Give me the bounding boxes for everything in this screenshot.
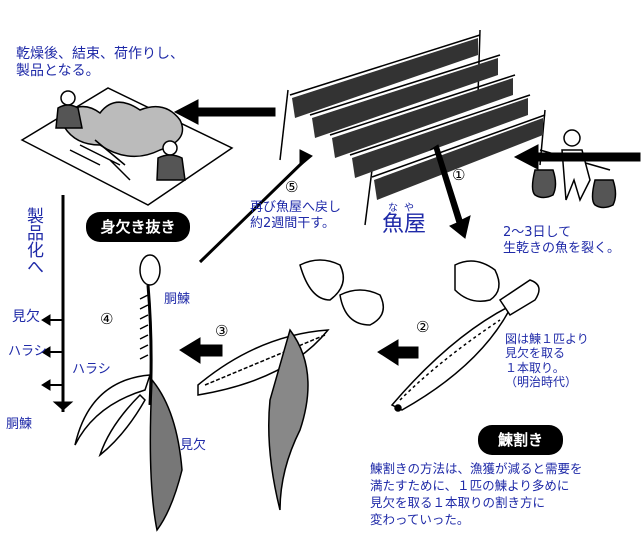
split-day-line-1: 2〜3日して (503, 225, 572, 240)
arrow-step3-to-4 (179, 337, 223, 364)
bottom-caption: 鰊割きの方法は、漁獲が減ると需要を 満たすために、１匹の鰊より多めに 見欠を取る… (370, 460, 583, 528)
fish-house-ruby: なや (388, 203, 420, 214)
mikaki-nuki-badge: 身欠き抜き (86, 212, 190, 242)
method-note-line-1: 図は鰊１匹より (505, 332, 589, 346)
left-item-harashi: ハラシ (8, 344, 47, 359)
part-label-harashi: ハラシ (72, 362, 111, 377)
arrow-from-carrier (513, 144, 641, 170)
carrier-illustration (531, 129, 617, 209)
bottom-line-1: 鰊割きの方法は、漁獲が減ると需要を (370, 461, 583, 476)
re-dry-caption: 再び魚屋へ戻し 約2週間干す。 (250, 200, 341, 231)
method-note-line-2: 見欠を取る (505, 346, 566, 361)
arrow-to-rack (198, 158, 307, 264)
step3-number: ③ (215, 322, 229, 340)
arrow-to-packing (173, 99, 276, 125)
method-note-line-3: １本取り。 (505, 360, 565, 375)
method-note-line-4: （明治時代） (505, 375, 578, 390)
step1-number: ① (452, 166, 466, 184)
drying-rack-illustration (279, 29, 546, 226)
arrow-to-split (429, 144, 471, 239)
nishin-waki-badge: 鰊割き (478, 425, 563, 455)
bottom-line-2: 満たすために、１匹の鰊より多めに (370, 478, 570, 493)
flow-arrows (41, 99, 641, 412)
method-note: 図は鰊１匹より 見欠を取る １本取り。 （明治時代） (505, 332, 589, 390)
re-dry-line-2: 約2週間干す。 (250, 215, 335, 231)
step2-number: ② (416, 318, 430, 336)
fish-bone-illustration (197, 259, 385, 511)
step5-number: ⑤ (285, 178, 299, 196)
bottom-line-4: 変わっていった。 (370, 512, 470, 527)
left-column-title: 製品化へ (23, 207, 43, 275)
fish-house-label: 魚屋 (382, 212, 427, 237)
split-fish-illustration (74, 254, 183, 532)
finish-line-2: 製品となる。 (16, 62, 100, 79)
split-day-caption: 2〜3日して 生乾きの魚を裂く。 (503, 225, 620, 256)
finish-caption: 乾燥後、結束、荷作りし、 製品となる。 (16, 46, 184, 80)
part-label-dou: 胴鰊 (164, 292, 191, 307)
re-dry-line-1: 再び魚屋へ戻し (250, 200, 342, 215)
left-item-mikaki: 見欠 (12, 309, 40, 325)
arrow-step2-to-3 (377, 339, 419, 366)
bottom-line-3: 見欠を取る１本取りの割き方に (370, 495, 546, 510)
fish-split-illustration (390, 260, 540, 412)
finish-line-1: 乾燥後、結束、荷作りし、 (16, 46, 184, 62)
left-item-dou: 胴鰊 (6, 417, 33, 432)
step4-number: ④ (100, 310, 114, 328)
packing-scene-illustration (20, 87, 234, 206)
split-day-line-2: 生乾きの魚を裂く。 (503, 240, 621, 256)
part-label-mikaki: 見欠 (180, 438, 207, 453)
